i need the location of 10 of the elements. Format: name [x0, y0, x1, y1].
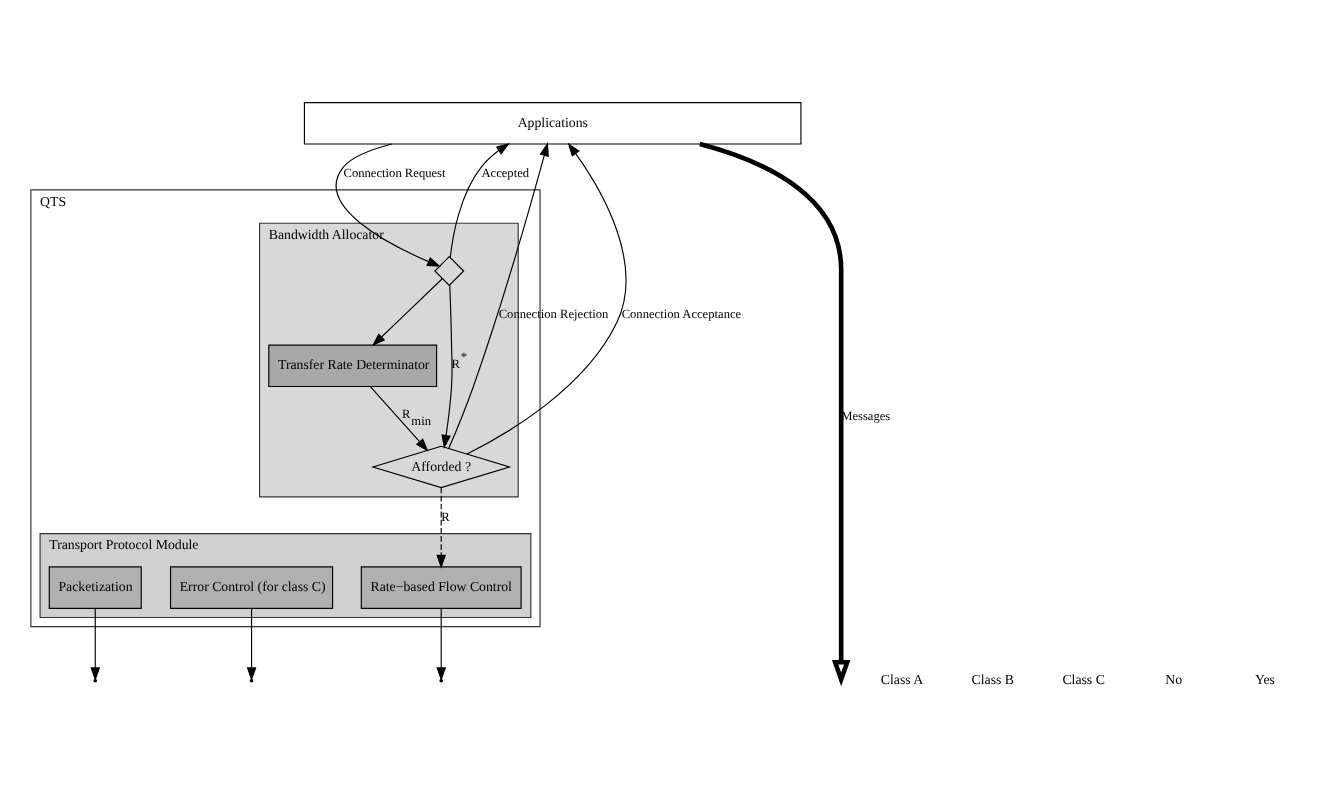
arrow: [466, 142, 627, 455]
arrow: [371, 278, 443, 347]
arrow: [90, 607, 101, 682]
node-diamond: [434, 255, 465, 287]
arrow: [335, 143, 441, 267]
arrow: [370, 386, 429, 452]
arrow: [448, 142, 549, 449]
arrow: [436, 487, 447, 569]
arrow: [449, 143, 510, 258]
arrow: [441, 284, 453, 449]
